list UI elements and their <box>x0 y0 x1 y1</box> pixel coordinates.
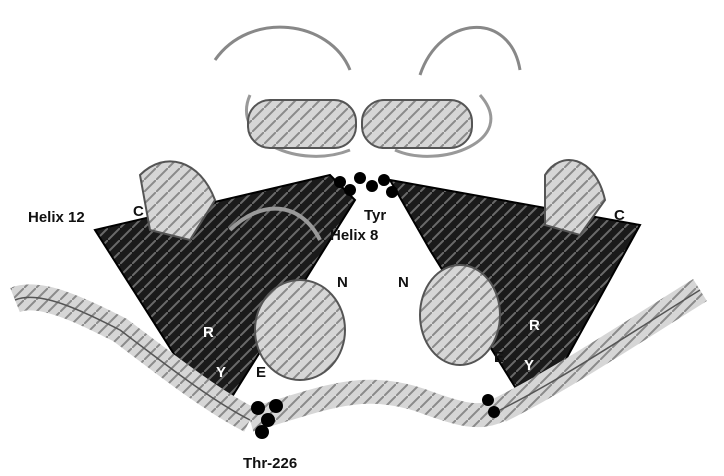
label-c-terminus-right: C <box>614 207 625 224</box>
label-n-terminus-left: N <box>337 274 348 291</box>
label-helix-8: Helix 8 <box>330 227 378 244</box>
label-residue-y-left: Y <box>216 364 226 381</box>
top-helix-cluster <box>215 27 520 156</box>
label-thr-226: Thr-226 <box>243 455 297 472</box>
label-residue-e-left: E <box>256 364 266 381</box>
label-c-terminus-left: C <box>133 203 144 220</box>
label-n-terminus-right: N <box>398 274 409 291</box>
label-helix-12: Helix 12 <box>28 209 85 226</box>
label-residue-e-right: E <box>494 349 504 366</box>
label-residue-y-right: Y <box>524 357 534 374</box>
label-residue-r-right: R <box>529 317 540 334</box>
bottom-helix-ribbons <box>15 290 700 420</box>
label-tyr: Tyr <box>364 207 386 224</box>
label-residue-r-left: R <box>203 324 214 341</box>
